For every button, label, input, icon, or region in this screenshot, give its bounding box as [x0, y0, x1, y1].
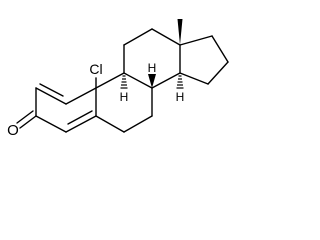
steroid-structure-diagram: Cl O H H H: [7, 19, 229, 139]
h-c9-label: H: [120, 90, 129, 104]
h-c8-label: H: [148, 61, 157, 75]
c8-h-wedge: [148, 74, 156, 88]
c9-h-hash: [120, 75, 128, 89]
ring-d-bonds: [179, 35, 229, 85]
ring-c-bonds: [123, 28, 181, 89]
oxygen-label: O: [7, 122, 19, 139]
h-c14-label: H: [176, 90, 185, 104]
c18-methyl-wedge: [177, 19, 183, 45]
chlorine-label: Cl: [89, 61, 102, 77]
ring-b-bonds: [95, 72, 153, 133]
ring-a-bonds: [16, 83, 97, 133]
c14-h-hash: [176, 75, 184, 89]
